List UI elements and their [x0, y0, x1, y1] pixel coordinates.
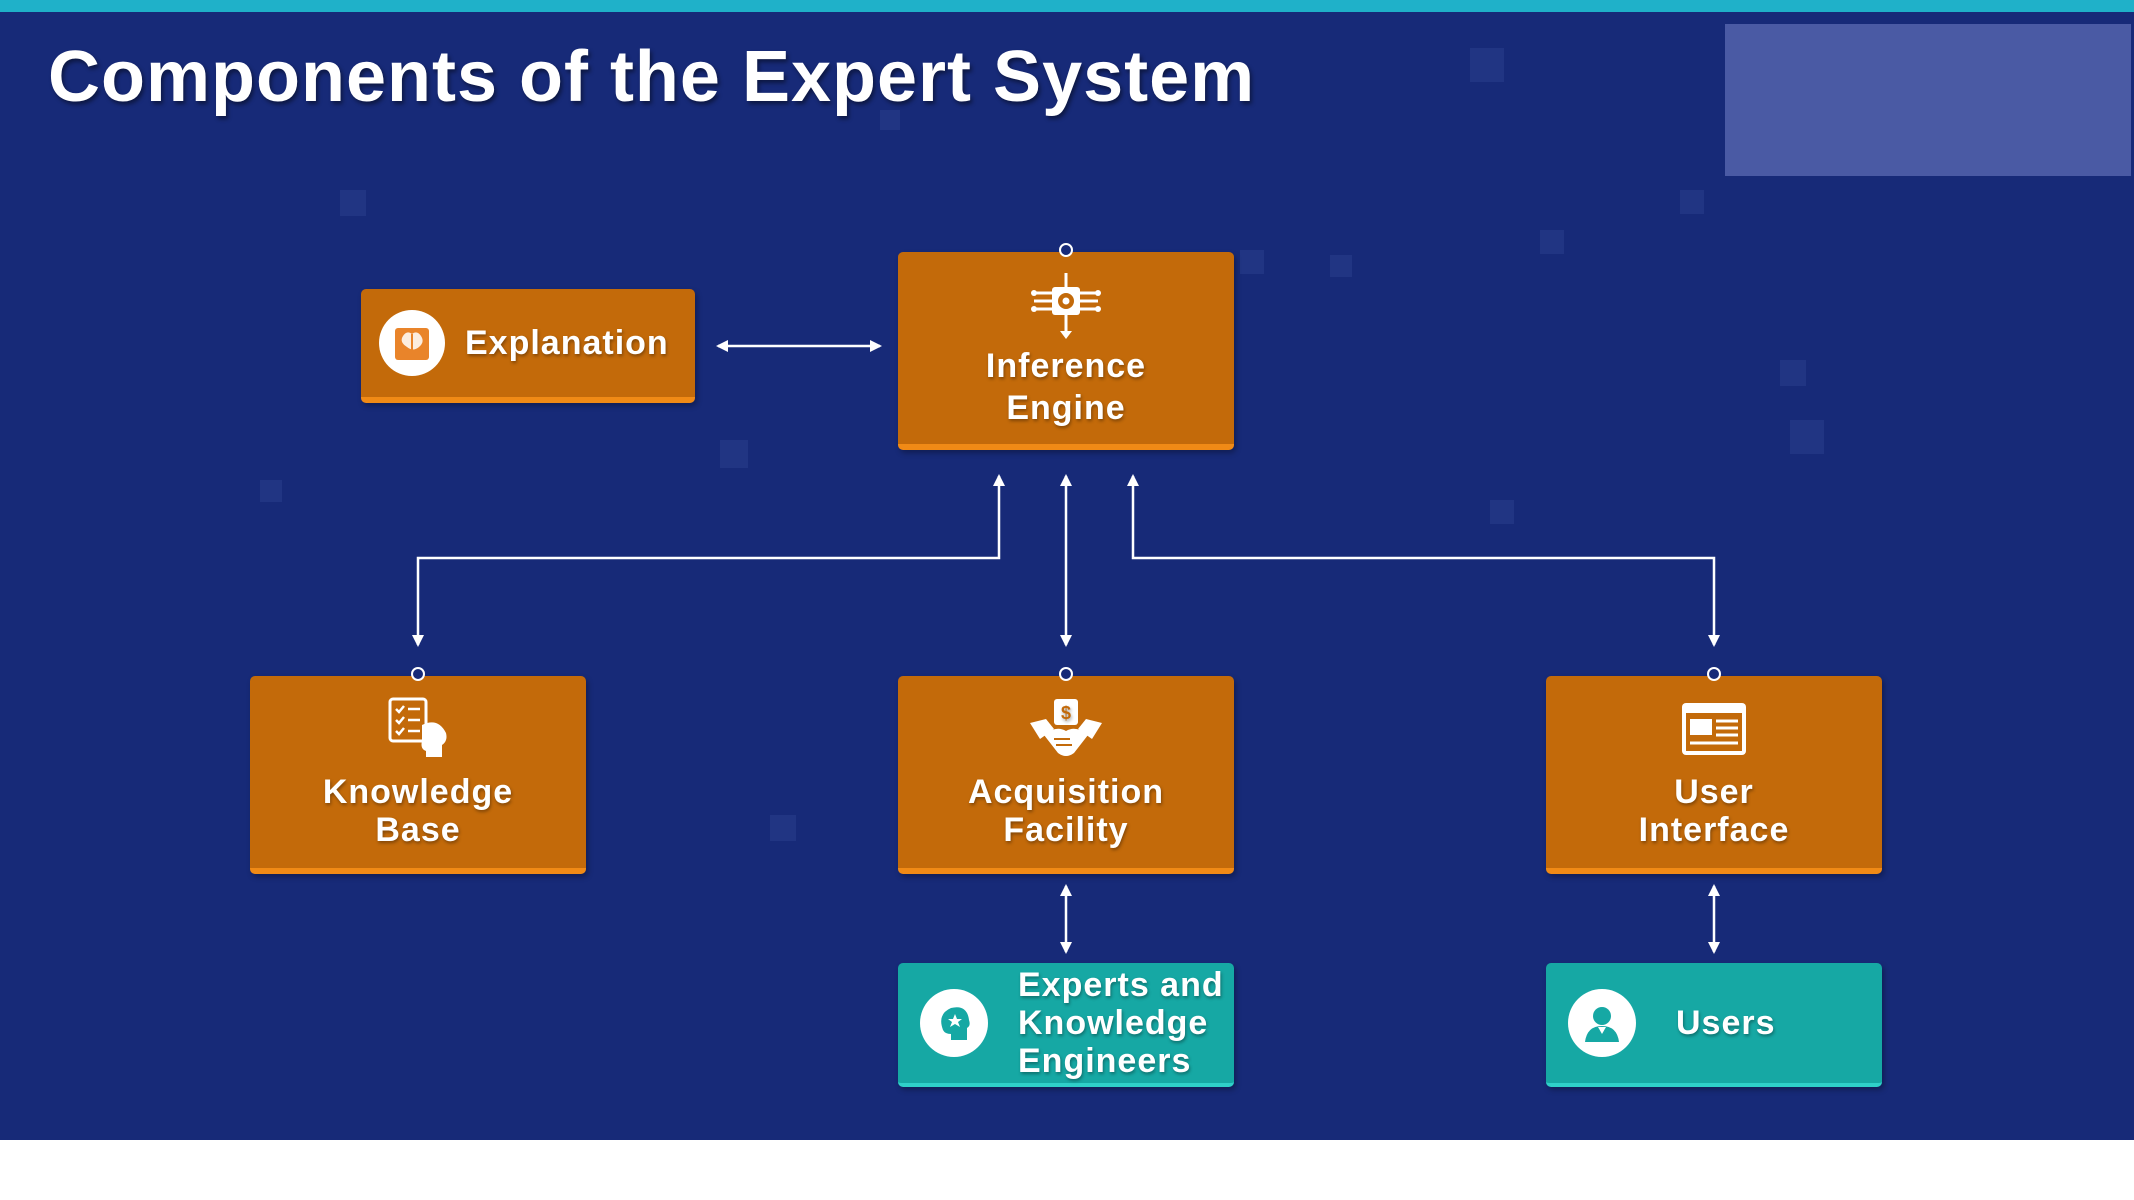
background-square: [1240, 250, 1264, 274]
knowledge-base-node: Knowledge Base: [250, 667, 586, 874]
background-square: [1680, 190, 1704, 214]
slide-title: Components of the Expert System: [48, 37, 1256, 117]
inference-engine-label-line1: Inference: [985, 347, 1147, 385]
background-square: [1790, 420, 1824, 454]
user-avatar-icon: [1568, 989, 1636, 1057]
experts-node: Experts and Knowledge Engineers: [898, 963, 1234, 1087]
user-interface-label-line1: User: [1674, 773, 1754, 811]
handshake-money-icon: $: [1026, 695, 1106, 767]
experts-label-line3: Engineers: [1018, 1042, 1192, 1080]
users-label: Users: [1676, 1004, 1776, 1042]
gear-chip-icon: [1026, 269, 1106, 341]
explanation-node: Explanation: [361, 289, 695, 403]
experts-label-line1: Experts and: [1018, 966, 1224, 1004]
experts-label-line2: Knowledge: [1018, 1004, 1209, 1042]
background-square: [340, 190, 366, 216]
head-star-icon: [920, 989, 988, 1057]
connector-lines: [412, 340, 1720, 954]
knowledge-base-label-line1: Knowledge: [322, 773, 514, 811]
corner-panel: [1725, 24, 2131, 176]
browser-window-icon: [1674, 695, 1754, 767]
slide: Components of the Expert System: [0, 0, 2134, 1140]
user-interface-label-line2: Interface: [1638, 811, 1790, 849]
edge-inference-knowledge-base: [412, 474, 1005, 647]
background-square: [720, 440, 748, 468]
users-node: Users: [1546, 963, 1882, 1087]
inference-engine-node: Inference Engine: [898, 243, 1234, 450]
acquisition-facility-label-line2: Facility: [1003, 811, 1129, 849]
background-square: [1780, 360, 1806, 386]
explanation-label: Explanation: [465, 324, 669, 362]
connector-dot: [411, 667, 425, 681]
background-square: [1330, 255, 1352, 277]
top-accent-bar: [0, 0, 2134, 12]
connector-dot: [1059, 667, 1073, 681]
svg-text:$: $: [1061, 703, 1071, 723]
connector-dot: [1707, 667, 1721, 681]
background-square: [770, 815, 796, 841]
user-interface-node: User Interface: [1546, 667, 1882, 874]
inference-engine-label-line2: Engine: [1006, 389, 1126, 427]
background-square: [1540, 230, 1564, 254]
knowledge-base-label-line2: Base: [375, 811, 461, 849]
brain-book-icon: [379, 310, 445, 376]
background-square: [260, 480, 282, 502]
acquisition-facility-label-line1: Acquisition: [967, 773, 1165, 811]
background-square: [880, 110, 900, 130]
background-square: [1470, 48, 1504, 82]
connector-dot: [1059, 243, 1073, 257]
checklist-head-icon: [378, 695, 458, 767]
acquisition-facility-node: $ Acquisition Facility: [898, 667, 1234, 874]
edge-inference-user-interface: [1127, 474, 1720, 647]
